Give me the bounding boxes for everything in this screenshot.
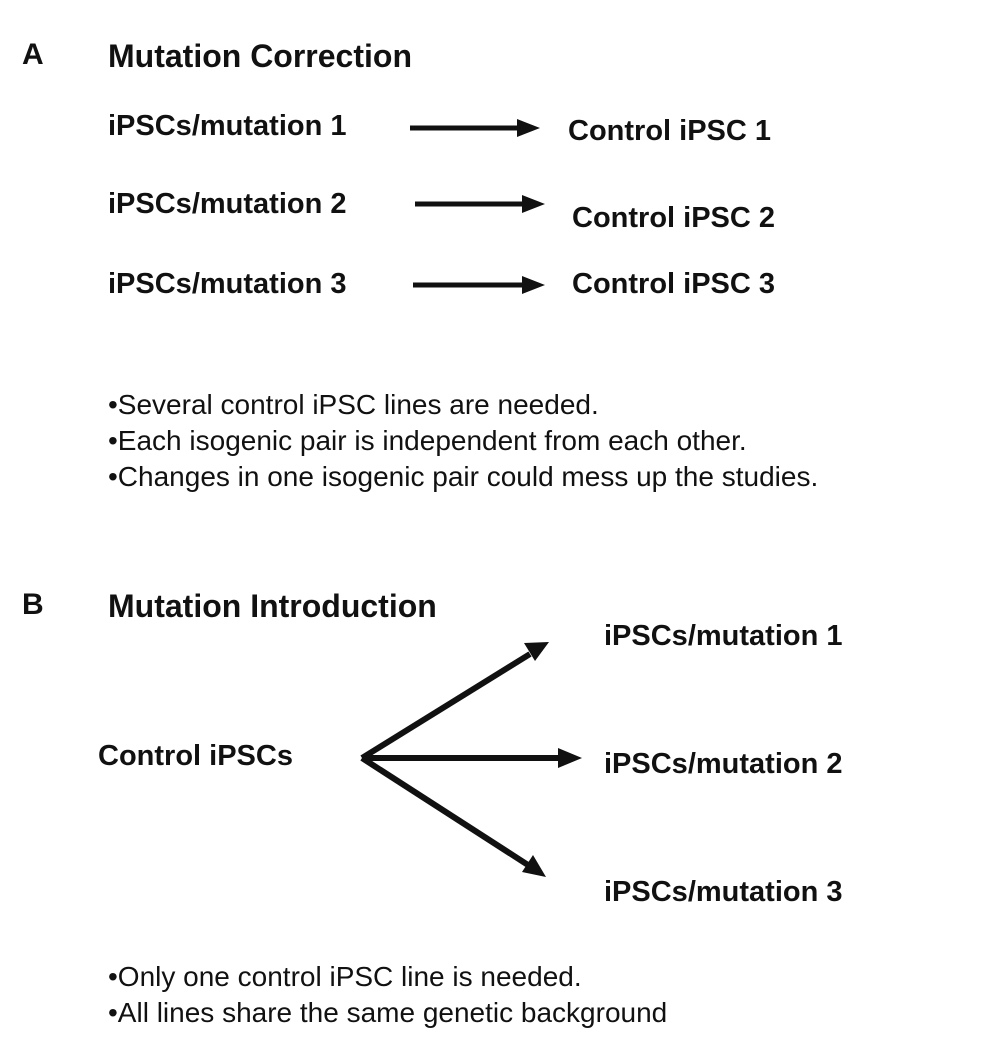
panel-a-target-1: Control iPSC 1: [568, 115, 772, 147]
panel-a-target-3: Control iPSC 3: [572, 268, 776, 300]
panel-b-target-1: iPSCs/mutation 1: [604, 620, 843, 652]
arrowhead-b-to-mutation-3: [522, 855, 546, 877]
arrowhead-b-to-mutation-1: [524, 642, 549, 661]
panel-a-letter: A: [22, 38, 44, 71]
panel-b-heading: Mutation Introduction: [108, 588, 437, 624]
arrow-b-to-mutation-1: [360, 651, 532, 761]
panel-a-source-1: iPSCs/mutation 1: [108, 110, 347, 142]
panel-a-note-2: •Each isogenic pair is independent from …: [108, 425, 747, 456]
panel-b-note-2: •All lines share the same genetic backgr…: [108, 997, 668, 1028]
panel-a-note-3: •Changes in one isogenic pair could mess…: [108, 461, 819, 492]
panel-a-target-2: Control iPSC 2: [572, 202, 776, 234]
panel-a-source-3: iPSCs/mutation 3: [108, 268, 347, 300]
arrowhead-a-row-2: [522, 195, 545, 213]
panel-a-source-2: iPSCs/mutation 2: [108, 188, 347, 220]
panel-a-heading: Mutation Correction: [108, 38, 412, 74]
panel-b-target-3: iPSCs/mutation 3: [604, 876, 843, 908]
panel-b-target-2: iPSCs/mutation 2: [604, 748, 843, 780]
arrowhead-b-to-mutation-2: [558, 748, 582, 768]
panel-b-source: Control iPSCs: [98, 740, 293, 772]
arrowhead-a-row-1: [517, 119, 540, 137]
panel-b-letter: B: [22, 588, 44, 621]
panel-b-note-1: •Only one control iPSC line is needed.: [108, 961, 582, 992]
panel-a-note-1: •Several control iPSC lines are needed.: [108, 389, 599, 420]
arrowhead-a-row-3: [522, 276, 545, 294]
arrow-b-to-mutation-3: [360, 755, 530, 868]
